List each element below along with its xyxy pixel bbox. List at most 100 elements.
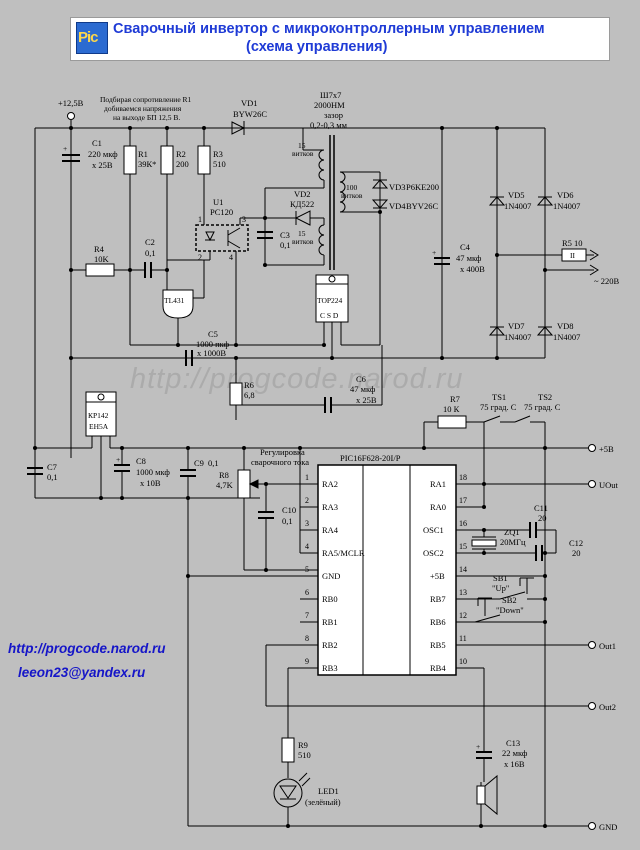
label-gnd: GND: [599, 822, 617, 832]
sb2-label: SB2: [502, 595, 517, 605]
svg-text:OSC1: OSC1: [423, 525, 444, 535]
led1-color: (зелёный): [305, 797, 341, 807]
w15a-label: витков: [292, 149, 314, 158]
diode-vd4: [371, 199, 389, 209]
c5-value: 1000 пкф: [196, 339, 230, 349]
diode-vd2: [294, 210, 311, 226]
svg-text:RA3: RA3: [322, 502, 338, 512]
svg-text:RA2: RA2: [322, 479, 338, 489]
svg-text:RB3: RB3: [322, 663, 338, 673]
c13-value: 22 мкф: [502, 748, 528, 758]
svg-text:8: 8: [305, 634, 309, 643]
capacitor-c1: [62, 154, 80, 162]
r6-label: R6: [244, 380, 254, 390]
vd8-label: VD8: [557, 321, 574, 331]
c12-label: C12: [569, 538, 583, 548]
r1-value: 39К*: [138, 159, 156, 169]
optocoupler-u1: [195, 224, 249, 252]
watermark: http://progcode.narod.ru: [130, 363, 464, 395]
top224-pins: C S D: [320, 311, 339, 320]
diode-vd3: [371, 179, 389, 189]
t1-gap: 0,2-0,3 мм: [310, 120, 348, 130]
svg-text:RB4: RB4: [430, 663, 446, 673]
vd2-label: VD2: [294, 189, 311, 199]
c4-voltage: x 400В: [460, 264, 485, 274]
terminal-5v: [588, 444, 596, 452]
svg-text:18: 18: [459, 473, 467, 482]
svg-text:15: 15: [459, 542, 467, 551]
page-title: Сварочный инвертор с микроконтроллерным …: [113, 21, 545, 37]
svg-text:RA1: RA1: [430, 479, 446, 489]
u1-value: PC120: [210, 207, 233, 217]
c6-label: C6: [356, 374, 366, 384]
svg-text:4: 4: [305, 542, 309, 551]
terminal-out1: [588, 641, 596, 649]
sb1-label: SB1: [493, 573, 508, 583]
svg-text:6: 6: [305, 588, 309, 597]
svg-text:5: 5: [305, 565, 309, 574]
email-link[interactable]: leeon23@yandex.ru: [18, 665, 146, 680]
reg-label2: сварочного тока: [251, 457, 309, 467]
svg-text:3: 3: [242, 215, 246, 224]
resistor-r7: [437, 415, 467, 429]
svg-text:GND: GND: [322, 571, 340, 581]
top224-label: TOP224: [317, 296, 343, 305]
c10-label: C10: [282, 505, 296, 515]
r7-value: 10 К: [443, 404, 460, 414]
label-uout: UOut: [599, 480, 619, 490]
svg-text:12: 12: [459, 611, 467, 620]
resistor-r3: [197, 145, 211, 175]
svg-text:7: 7: [305, 611, 309, 620]
svg-text:RB0: RB0: [322, 594, 338, 604]
w15a-count: 15: [298, 141, 306, 150]
vd1-value: BYW26C: [233, 109, 267, 119]
c6-value: 47 мкф: [350, 384, 376, 394]
svg-text:RB7: RB7: [430, 594, 446, 604]
svg-text:3: 3: [305, 519, 309, 528]
v125-terminal: [67, 112, 75, 120]
r6-value: 6,8: [244, 390, 255, 400]
r4-value: 10K: [94, 254, 110, 264]
vd3-value: P6KE200: [406, 182, 439, 192]
sb2-value: "Down": [496, 605, 524, 615]
diode-vd7: [488, 326, 506, 336]
c8-value: 1000 мкф: [136, 467, 170, 477]
svg-text:RB1: RB1: [322, 617, 338, 627]
kr142-label: КР142: [88, 411, 109, 420]
c13-voltage: x 16В: [504, 759, 525, 769]
svg-text:14: 14: [459, 565, 467, 574]
svg-text:OSC2: OSC2: [423, 548, 444, 558]
thermoswitch-ts2: [514, 415, 545, 423]
t1-gap-label: зазор: [324, 110, 343, 120]
mcu-pic16f628: [317, 464, 457, 676]
svg-text:16: 16: [459, 519, 467, 528]
site-link[interactable]: http://progcode.narod.ru: [8, 641, 166, 656]
svg-text:11: 11: [459, 634, 467, 643]
vd7-value: 1N4007: [504, 332, 531, 342]
vd1-label: VD1: [241, 98, 258, 108]
c11-label: C11: [534, 503, 548, 513]
vd5-value: 1N4007: [504, 201, 531, 211]
svg-text:13: 13: [459, 588, 467, 597]
w15b-label: витков: [292, 237, 314, 246]
vd6-value: 1N4007: [553, 201, 580, 211]
t1-core: Ш7х7: [320, 90, 341, 100]
terminal-uout: [588, 480, 596, 488]
c1-voltage: x 25В: [92, 160, 113, 170]
note-line1: Подбирая сопротивление R1: [100, 95, 192, 104]
vd4-label: VD4: [389, 201, 406, 211]
vd3-label: VD3: [389, 182, 406, 192]
v125-label: +12,5В: [58, 98, 84, 108]
diode-vd8: [536, 326, 554, 336]
t1-material: 2000НМ: [314, 100, 345, 110]
c8-voltage: x 10В: [140, 478, 161, 488]
top224-switch: [315, 274, 349, 323]
c10-value: 0,1: [282, 516, 293, 526]
note-line3: на выходе БП 12,5 В.: [113, 113, 180, 122]
w100-count: 100: [346, 183, 358, 192]
c3-label: C3: [280, 230, 290, 240]
svg-text:+: +: [476, 742, 480, 751]
svg-text:1: 1: [198, 215, 202, 224]
diode-vd1: [231, 121, 246, 135]
